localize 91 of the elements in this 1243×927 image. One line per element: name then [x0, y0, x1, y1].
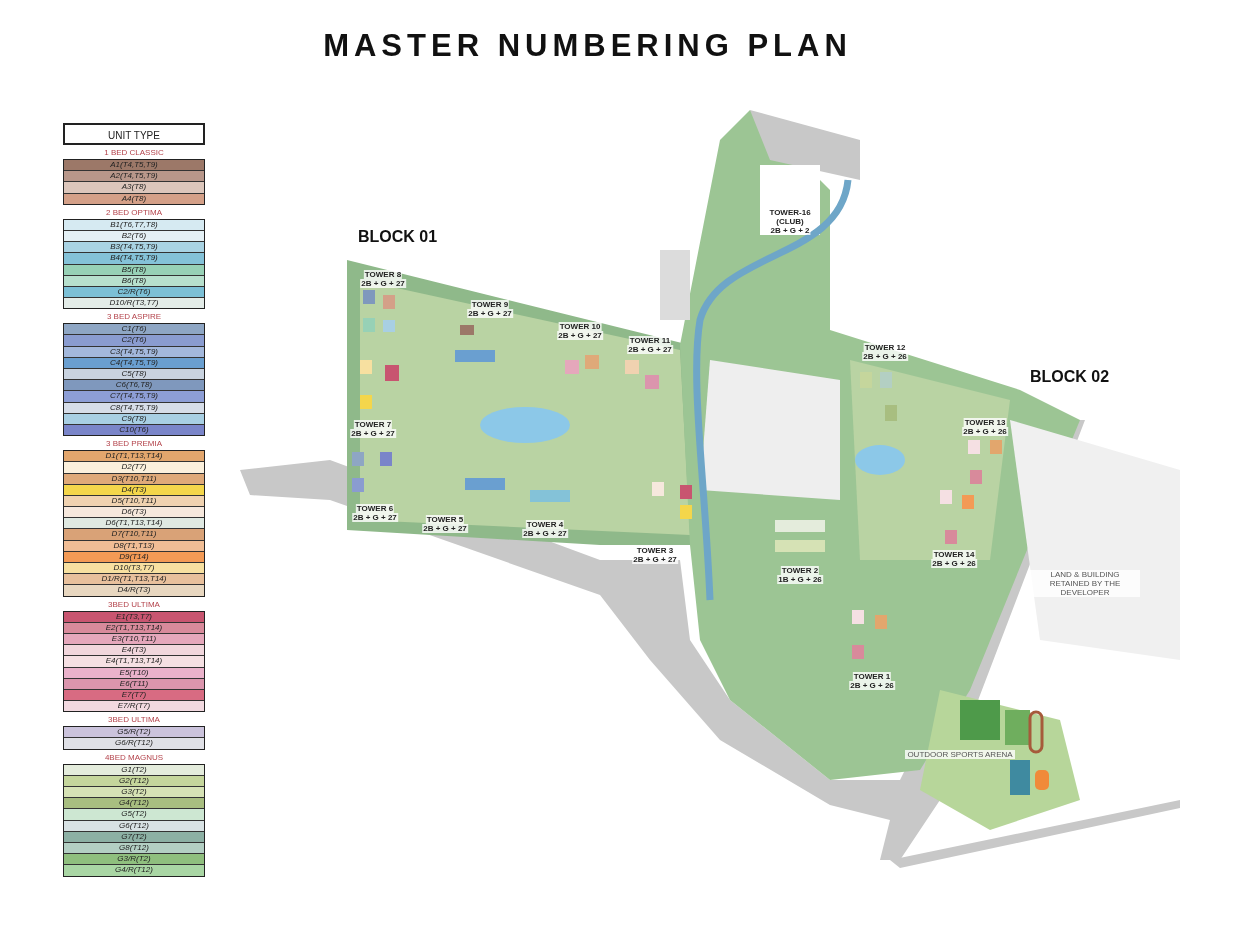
legend-swatch: D2(T7)	[64, 462, 204, 474]
tower-label: 2B + G + 27	[350, 429, 396, 438]
legend-swatch: E7/R(T7)	[64, 701, 204, 712]
tower-label: TOWER 3	[635, 546, 675, 555]
legend-swatch: B5(T8)	[64, 264, 204, 276]
tower-label: TOWER 14	[932, 550, 976, 559]
legend-swatch: D4(T3)	[64, 484, 204, 496]
legend-group-heading: 3BED ULTIMA	[107, 598, 161, 611]
legend-swatch: D3(T10,T11)	[64, 473, 204, 485]
legend-swatch: D6(T1,T13,T14)	[64, 518, 204, 530]
tower-label: TOWER 10	[558, 322, 602, 331]
tower-label: 2B + G + 27	[627, 345, 673, 354]
legend-swatch: G7(T2)	[64, 831, 204, 843]
tower-label: 2B + G + 26	[849, 681, 895, 690]
tower-label: TOWER 8	[363, 270, 403, 279]
tower-label: 2B + G + 27	[467, 309, 513, 318]
legend-swatch: E1(T3,T7)	[64, 611, 204, 623]
tower-label: 2B + G + 26	[962, 427, 1008, 436]
tower-label: 2B + G + 27	[360, 279, 406, 288]
tower-label: 2B + G + 2	[769, 226, 811, 235]
legend-swatch: G4(T12)	[64, 798, 204, 810]
legend-swatch: G1(T2)	[64, 764, 204, 776]
tower-label: TOWER 13	[963, 418, 1007, 427]
tower-label: (CLUB)	[775, 217, 805, 226]
legend-swatch: D8(T1,T13)	[64, 540, 204, 552]
legend-swatch: C7(T4,T5,T9)	[64, 391, 204, 403]
tower-label: 1B + G + 26	[777, 575, 823, 584]
legend-swatch: E6(T11)	[64, 678, 204, 690]
legend-group-heading: 3 BED PREMIA	[105, 438, 163, 451]
legend-swatch: E5(T10)	[64, 667, 204, 679]
legend-swatch: C10(T6)	[64, 424, 204, 436]
legend-swatch: A2(T4,T5,T9)	[64, 171, 204, 183]
legend-swatch: E4(T3)	[64, 645, 204, 657]
legend-swatch: B4(T4,T5,T9)	[64, 253, 204, 265]
tower-label: TOWER 4	[525, 520, 565, 529]
legend-swatch: C8(T4,T5,T9)	[64, 402, 204, 414]
tower-label: TOWER 5	[425, 515, 465, 524]
tower-label: 2B + G + 27	[522, 529, 568, 538]
legend-heading: UNIT TYPE	[63, 123, 205, 145]
tower-label: TOWER 2	[780, 566, 820, 575]
legend-swatch: G4/R(T12)	[64, 865, 204, 876]
tower-label: TOWER 11	[628, 336, 672, 345]
legend-swatch: D10/R(T3,T7)	[64, 298, 204, 309]
tower-label: 2B + G + 27	[352, 513, 398, 522]
legend-swatch: B1(T6,T7,T8)	[64, 219, 204, 231]
area-note: LAND & BUILDING RETAINED BY THE DEVELOPER	[1030, 570, 1140, 597]
legend-swatch: G6(T12)	[64, 820, 204, 832]
legend-swatch: D10(T3,T7)	[64, 563, 204, 575]
legend-group-heading: 1 BED CLASSIC	[103, 147, 165, 159]
legend-swatch: C5(T8)	[64, 369, 204, 381]
area-note: OUTDOOR SPORTS ARENA	[905, 750, 1015, 759]
block-label: BLOCK 01	[358, 228, 438, 246]
tower-label: 2B + G + 27	[557, 331, 603, 340]
legend-swatch: D1(T1,T13,T14)	[64, 451, 204, 463]
legend-swatch: D6(T3)	[64, 507, 204, 519]
legend-swatch: C1(T6)	[64, 324, 204, 336]
legend-swatch: A3(T8)	[64, 182, 204, 194]
legend-group-heading: 3BED ULTIMA	[107, 714, 161, 727]
tower-label: TOWER 12	[863, 343, 907, 352]
legend-swatch: G6/R(T12)	[64, 738, 204, 749]
legend-swatch: C3(T4,T5,T9)	[64, 346, 204, 358]
legend-swatch: D7(T10,T11)	[64, 529, 204, 541]
tower-label: 2B + G + 27	[632, 555, 678, 564]
legend-swatch: E2(T1,T13,T14)	[64, 622, 204, 634]
legend-swatch: G5/R(T2)	[64, 727, 204, 739]
legend-swatch: B6(T8)	[64, 275, 204, 287]
tower-label: TOWER 7	[353, 420, 393, 429]
tower-label: TOWER-16	[768, 208, 812, 217]
legend-group-heading: 4BED MAGNUS	[103, 751, 165, 764]
legend-swatch: B3(T4,T5,T9)	[64, 242, 204, 254]
legend-group-heading: 2 BED OPTIMA	[105, 206, 163, 219]
legend-group-heading: 3 BED ASPIRE	[105, 311, 163, 324]
legend-swatch: G3/R(T2)	[64, 854, 204, 866]
legend-swatch: C2(T6)	[64, 335, 204, 347]
legend-swatch: C9(T8)	[64, 413, 204, 425]
legend-swatch: G3(T2)	[64, 787, 204, 799]
tower-label: TOWER 6	[355, 504, 395, 513]
tower-label: TOWER 1	[852, 672, 892, 681]
title: MASTER NUMBERING PLAN	[322, 28, 853, 64]
legend-swatch: A4(T8)	[64, 193, 204, 204]
block-label: BLOCK 02	[1030, 368, 1110, 386]
legend-swatch: A1(T4,T5,T9)	[64, 160, 204, 172]
tower-label: 2B + G + 26	[931, 559, 977, 568]
legend-swatch: D4/R(T3)	[64, 585, 204, 596]
tower-label: TOWER 9	[470, 300, 510, 309]
legend-swatch: E4(T1,T13,T14)	[64, 656, 204, 668]
tower-label: 2B + G + 26	[862, 352, 908, 361]
tower-label: 2B + G + 27	[422, 524, 468, 533]
legend-swatch: C6(T6,T8)	[64, 380, 204, 392]
legend-swatch: G5(T2)	[64, 809, 204, 821]
legend-swatch: D1/R(T1,T13,T14)	[64, 574, 204, 586]
